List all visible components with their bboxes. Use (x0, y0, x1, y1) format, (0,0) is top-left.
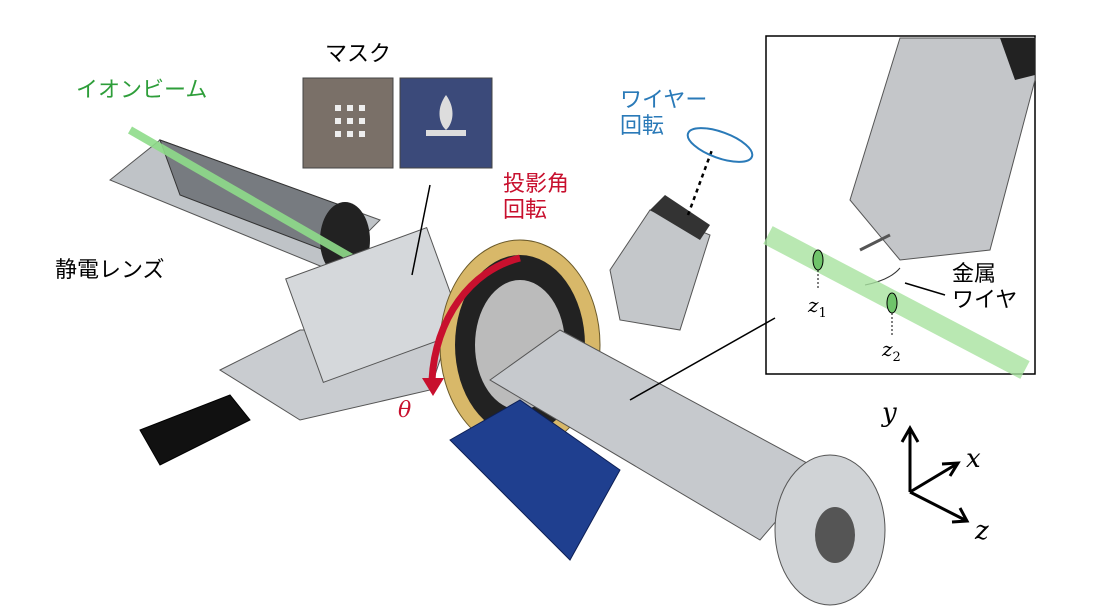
wire-rotation-arrow (686, 127, 754, 163)
metal-wire-line1: 金属 (952, 262, 997, 287)
ion-beam-label: イオンビーム (76, 78, 208, 103)
theta-label: θ (398, 398, 412, 423)
wire-rotation-line2: 回転 (620, 114, 665, 139)
mask-label: マスク (325, 42, 392, 67)
axis-y-label: y (882, 398, 897, 428)
axis-x-label: x (966, 444, 981, 474)
axis-z-label: z (975, 516, 989, 546)
projection-rotation-line1: 投影角 (503, 172, 570, 197)
metal-wire-line2: ワイヤ (952, 288, 1018, 313)
electrostatic-lens-label: 静電レンズ (55, 258, 165, 283)
axis-triad (900, 424, 970, 524)
right-tube (489, 329, 886, 606)
z2-symbol: z (882, 337, 893, 361)
wire-actuator (609, 195, 711, 331)
detector-block (449, 399, 621, 561)
inset-wire-holder (849, 37, 1036, 286)
wire-rotation-line1: ワイヤー (620, 88, 708, 113)
z2-label: z2 (882, 336, 901, 371)
z2-subscript: 2 (892, 350, 901, 365)
metal-wire-label: 金属ワイヤ (952, 262, 1017, 314)
wire-rotation-label: ワイヤー回転 (620, 88, 707, 140)
projection-rotation-arrow (428, 254, 521, 381)
mask-pointer (411, 184, 431, 276)
projection-rotation-label: 投影角回転 (503, 172, 569, 224)
z1-symbol: z (808, 293, 819, 317)
projection-rotation-line2: 回転 (503, 198, 548, 223)
z1-label: z1 (808, 292, 827, 327)
feedthrough-knob (139, 394, 251, 466)
z1-subscript: 1 (818, 306, 827, 321)
